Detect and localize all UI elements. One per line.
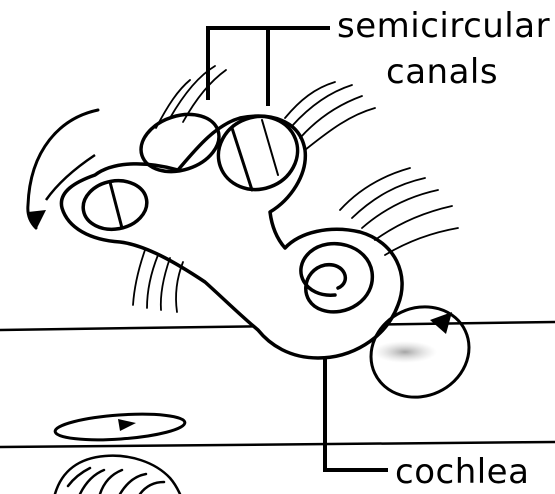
cochlea-shadow — [373, 341, 437, 363]
labyrinth-body — [61, 116, 402, 358]
semicircular-canals-label-line1: semicircular — [337, 6, 550, 46]
cochlea-label: cochlea — [395, 452, 529, 492]
halo-orbit — [54, 410, 185, 443]
semicircular-canals-label-line2: canals — [386, 52, 498, 92]
head-hair — [55, 456, 180, 494]
horizon-line-lower — [0, 442, 555, 447]
cochlea-leader — [325, 342, 388, 470]
